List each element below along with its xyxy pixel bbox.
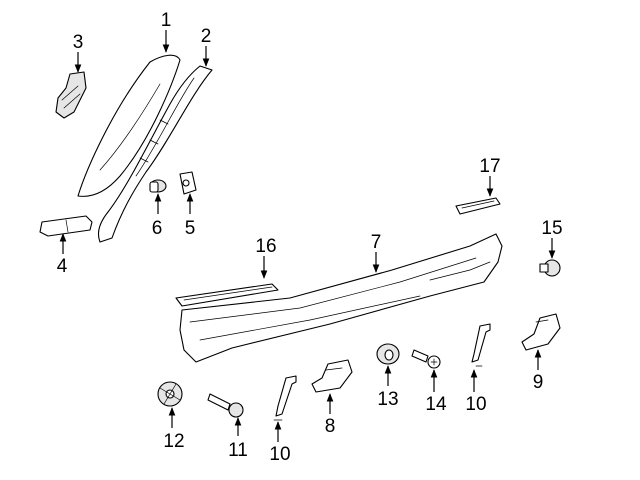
callout-8: 8 (325, 416, 336, 437)
part-9-end-cap (521, 313, 561, 351)
callout-5: 5 (185, 218, 196, 239)
callout-7: 7 (371, 232, 382, 253)
callout-6: 6 (152, 218, 163, 239)
callout-14: 14 (425, 394, 447, 415)
part-14-bolt (411, 349, 441, 369)
part-16-scuff-plate (175, 283, 279, 307)
callout-16: 16 (255, 236, 276, 257)
leader-arrows (59, 30, 556, 442)
part-2-garnish-strip (97, 65, 213, 243)
part-10-strap-left (273, 375, 297, 421)
callout-labels: 1 2 3 4 5 6 7 8 9 10 10 11 12 13 14 15 1… (57, 10, 563, 465)
callout-10-right: 10 (465, 394, 486, 415)
callout-4: 4 (57, 256, 68, 277)
callout-11: 11 (228, 440, 248, 461)
callout-2: 2 (201, 26, 212, 47)
part-11-stud (207, 393, 244, 418)
part-4-small-trim (39, 215, 93, 237)
callout-9: 9 (533, 372, 544, 393)
callout-15: 15 (541, 218, 562, 239)
part-8-splash-shield (311, 359, 353, 393)
callout-12: 12 (163, 431, 184, 452)
part-17-step-plate (455, 197, 501, 215)
callout-1: 1 (161, 10, 172, 31)
part-7-rocker-panel (179, 233, 503, 363)
part-5-clip-plate (179, 171, 197, 195)
callout-10-left: 10 (269, 444, 290, 465)
callout-13: 13 (377, 389, 398, 410)
callout-17: 17 (479, 156, 500, 177)
part-12-retainer (157, 381, 183, 407)
part-6-push-clip (149, 179, 167, 193)
part-3-bracket (55, 71, 87, 119)
part-10-strap-right (471, 323, 491, 367)
callout-3: 3 (73, 32, 84, 53)
part-1-pillar-trim (77, 54, 181, 197)
part-13-grommet (376, 343, 400, 365)
part-15-screw (539, 259, 561, 277)
